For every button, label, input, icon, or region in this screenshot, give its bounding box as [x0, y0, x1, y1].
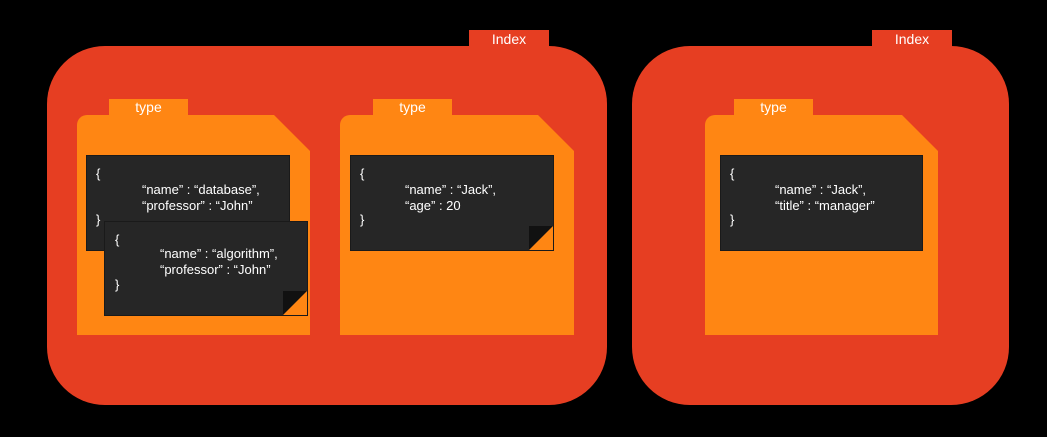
document-line: { [360, 166, 365, 181]
document-line: “name” : “algorithm”, [160, 246, 278, 261]
page-curl-icon [283, 291, 307, 315]
document-card: { “name” : “Jack”, “title” : “manager” } [721, 156, 922, 250]
document-line: “professor” : “John” [160, 262, 271, 277]
document-line: “title” : “manager” [775, 198, 875, 213]
index-tab-label: Index [469, 30, 549, 48]
document-line: { [115, 232, 120, 247]
type-tab-label: type [734, 99, 813, 116]
document-line: } [115, 277, 120, 292]
document-line: “name” : “Jack”, [775, 182, 867, 197]
document-line: } [96, 212, 101, 227]
page-curl-icon [529, 226, 553, 250]
document-line: } [360, 212, 365, 227]
type-tab-label: type [109, 99, 188, 116]
document-line: “name” : “Jack”, [405, 182, 497, 197]
document-line: “age” : 20 [405, 198, 461, 213]
index-tab-label: Index [872, 30, 952, 48]
document-line: { [96, 166, 101, 181]
document-line: } [730, 212, 735, 227]
document-card: { “name” : “algorithm”, “professor” : “J… [105, 222, 307, 315]
document-card: { “name” : “Jack”, “age” : 20 } [351, 156, 553, 250]
document-line: “professor” : “John” [142, 198, 253, 213]
document-line: { [730, 166, 735, 181]
type-tab-label: type [373, 99, 452, 116]
document-line: “name” : “database”, [142, 182, 260, 197]
